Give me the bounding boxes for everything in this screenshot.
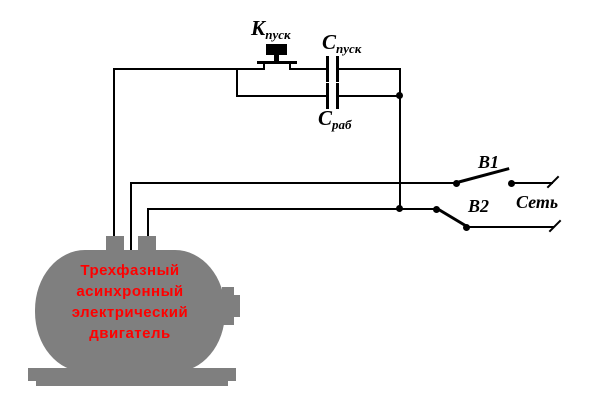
motor-shaft: [232, 295, 240, 317]
wire-button-to-cap: [290, 68, 326, 70]
start-button-label-sub: пуск: [265, 27, 291, 42]
start-button-bridge: [257, 61, 297, 64]
wire-to-switch-b1: [130, 182, 457, 184]
motor-caption-line: Трехфазный: [80, 262, 180, 279]
run-capacitor-plate: [326, 83, 329, 109]
motor-shaft-housing: [222, 287, 234, 325]
motor-base: [28, 368, 236, 381]
start-capacitor-plate: [326, 56, 329, 82]
switch-b1-contact-dot: [508, 180, 515, 187]
start-capacitor-label-sub: пуск: [336, 41, 362, 56]
run-capacitor-label-sub: раб: [332, 117, 352, 132]
motor-caption-line: асинхронный: [76, 283, 184, 300]
motor-lead-3: [147, 208, 149, 252]
start-button-contact-left: [263, 64, 265, 70]
start-button-label-main: К: [251, 16, 266, 40]
wire-cap-to-right: [339, 68, 401, 70]
motor-lead-1: [113, 68, 115, 252]
junction-dot: [396, 92, 403, 99]
wire-top-left: [114, 68, 264, 70]
start-button-stem: [274, 55, 279, 61]
wire-b1-to-network: [513, 182, 553, 184]
run-capacitor-plate: [336, 83, 339, 109]
motor-body: [35, 250, 225, 372]
motor-caption: Трехфазный асинхронный электрический дви…: [35, 260, 225, 344]
switch-b2-label: В2: [468, 196, 490, 216]
run-capacitor-label: Сраб: [318, 106, 352, 133]
motor-foot: [36, 380, 228, 386]
motor-caption-line: электрический: [71, 304, 189, 321]
wire-branch-left-vertical: [236, 68, 238, 97]
motor-lead-2: [130, 182, 132, 252]
motor-caption-line: двигатель: [89, 325, 171, 342]
wire-to-switch-b2: [147, 208, 437, 210]
wire-b2-to-network: [466, 226, 554, 228]
start-capacitor-plate: [336, 56, 339, 82]
wire-capacitor-down-vertical: [399, 68, 401, 210]
network-label: Сеть: [516, 192, 559, 212]
start-button-label: Кпуск: [251, 16, 291, 43]
start-button-cap: [266, 44, 287, 55]
start-capacitor-label: Спуск: [322, 30, 361, 57]
switch-b1-label: В1: [478, 152, 500, 172]
motor-terminal-post: [106, 236, 124, 252]
start-button-contact-right: [289, 64, 291, 70]
start-capacitor-label-main: С: [322, 30, 337, 54]
motor-terminal-post: [138, 236, 156, 252]
switch-b1-contact-dot: [453, 180, 460, 187]
wire-lower-left: [236, 95, 326, 97]
run-capacitor-label-main: С: [318, 106, 333, 130]
wire-lower-right: [339, 95, 401, 97]
